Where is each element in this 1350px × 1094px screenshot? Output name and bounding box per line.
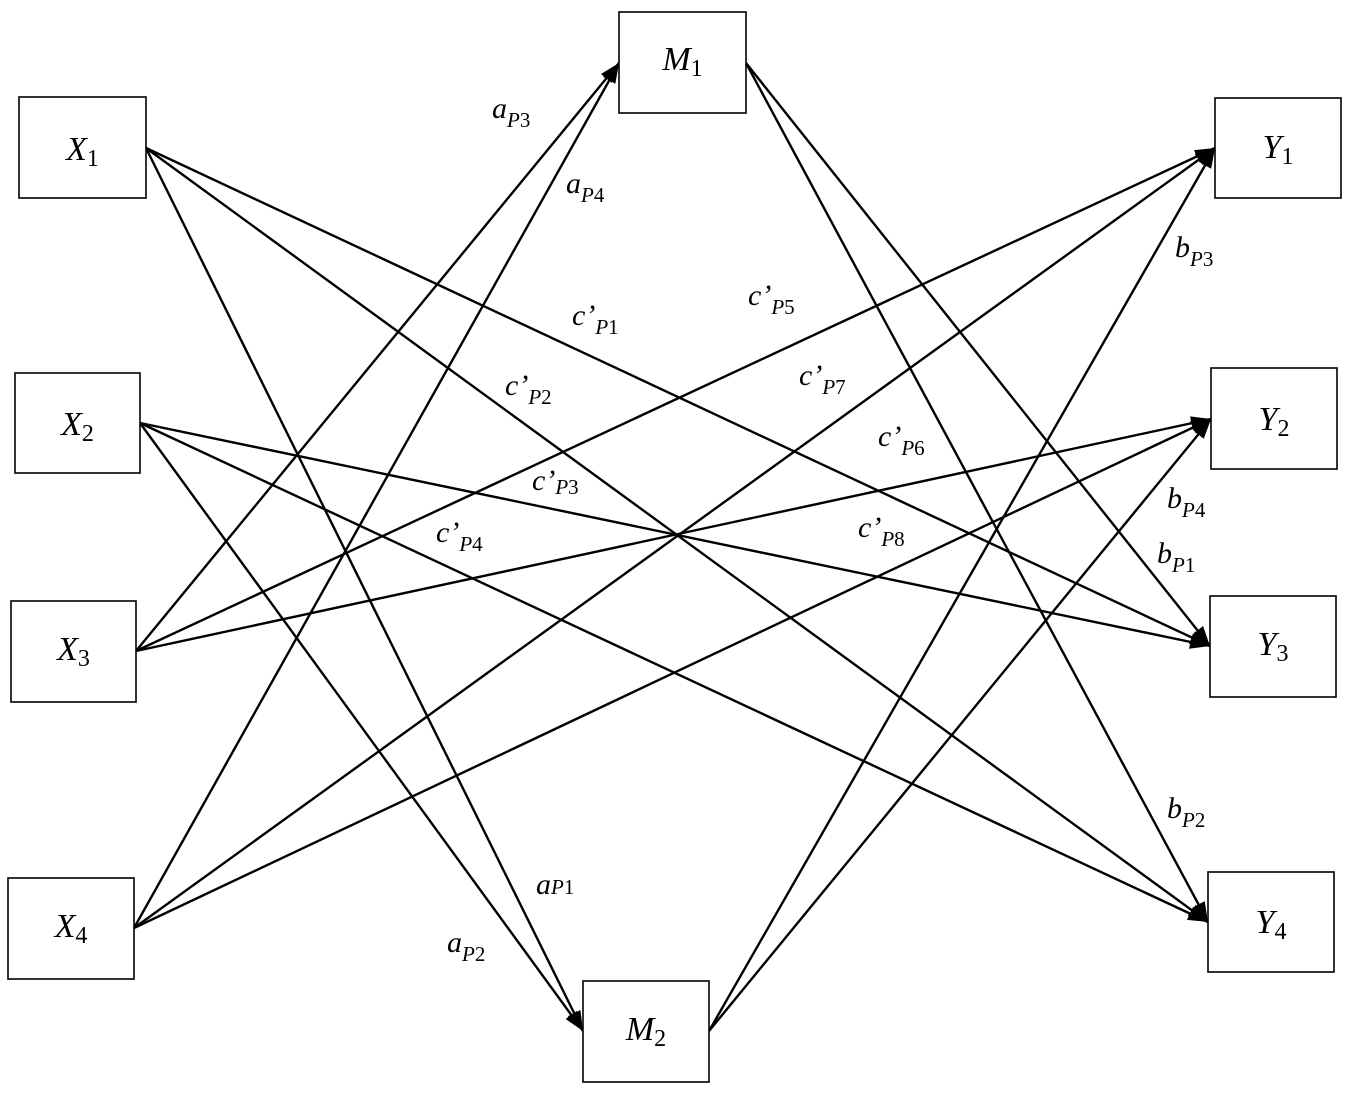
svg-text:Y4: Y4 bbox=[1256, 904, 1287, 945]
edge-x2-to-m2 bbox=[139, 422, 584, 1032]
edges bbox=[132, 62, 1217, 1032]
node-x1: X1 bbox=[18, 96, 147, 199]
edge-m1-to-y3 bbox=[745, 62, 1211, 647]
label-a-p2: aP2 bbox=[447, 926, 485, 966]
node-x4: X4 bbox=[7, 877, 135, 980]
label-c-p2: c’P2 bbox=[505, 369, 552, 409]
edge-x1-to-m2 bbox=[144, 147, 585, 1032]
label-b-p2: bP2 bbox=[1167, 792, 1205, 832]
edge-m1-to-y4 bbox=[744, 62, 1210, 923]
label-c-p7: c’P7 bbox=[799, 359, 846, 399]
edge-x3-to-y1 bbox=[135, 146, 1216, 653]
edge-x3-to-m1 bbox=[135, 62, 620, 652]
label-c-p3: c’P3 bbox=[532, 464, 579, 499]
label-a-p1: aP1 bbox=[536, 868, 574, 901]
svg-text:M1: M1 bbox=[661, 41, 702, 82]
label-a-p3: aP3 bbox=[492, 92, 530, 132]
svg-text:Y3: Y3 bbox=[1258, 626, 1289, 667]
svg-text:X3: X3 bbox=[55, 631, 90, 672]
svg-text:X1: X1 bbox=[64, 131, 99, 172]
edge-x3-to-y2 bbox=[135, 416, 1212, 653]
node-y4: Y4 bbox=[1207, 871, 1335, 973]
edge-x4-to-y2 bbox=[133, 417, 1212, 930]
label-c-p8: c’P8 bbox=[858, 511, 905, 551]
node-m2: M2 bbox=[582, 980, 710, 1083]
label-c-p4: c’P4 bbox=[436, 516, 483, 556]
node-y1: Y1 bbox=[1214, 97, 1342, 199]
label-c-p6: c’P6 bbox=[878, 420, 925, 460]
svg-text:X4: X4 bbox=[53, 908, 88, 949]
label-c-p5: c’P5 bbox=[748, 279, 795, 319]
edge-x4-to-y1 bbox=[133, 147, 1216, 929]
edge-m2-to-y2 bbox=[708, 418, 1212, 1032]
svg-text:Y2: Y2 bbox=[1259, 401, 1290, 442]
label-b-p1: bP1 bbox=[1157, 537, 1195, 577]
node-y2: Y2 bbox=[1210, 367, 1338, 470]
edge-x1-to-y3 bbox=[145, 146, 1211, 648]
label-c-p1: c’P1 bbox=[572, 299, 619, 339]
node-x3: X3 bbox=[10, 600, 137, 703]
label-b-p4: bP4 bbox=[1167, 482, 1206, 522]
edge-m2-to-y1 bbox=[707, 147, 1217, 1032]
label-b-p3: bP3 bbox=[1175, 231, 1213, 271]
node-y3: Y3 bbox=[1209, 595, 1337, 698]
node-x2: X2 bbox=[14, 372, 141, 474]
svg-text:Y1: Y1 bbox=[1263, 129, 1294, 170]
svg-text:X2: X2 bbox=[59, 406, 94, 447]
node-m1: M1 bbox=[618, 11, 747, 114]
edge-x4-to-m1 bbox=[132, 62, 621, 929]
svg-text:M2: M2 bbox=[625, 1011, 666, 1052]
label-a-p4: aP4 bbox=[566, 167, 605, 207]
